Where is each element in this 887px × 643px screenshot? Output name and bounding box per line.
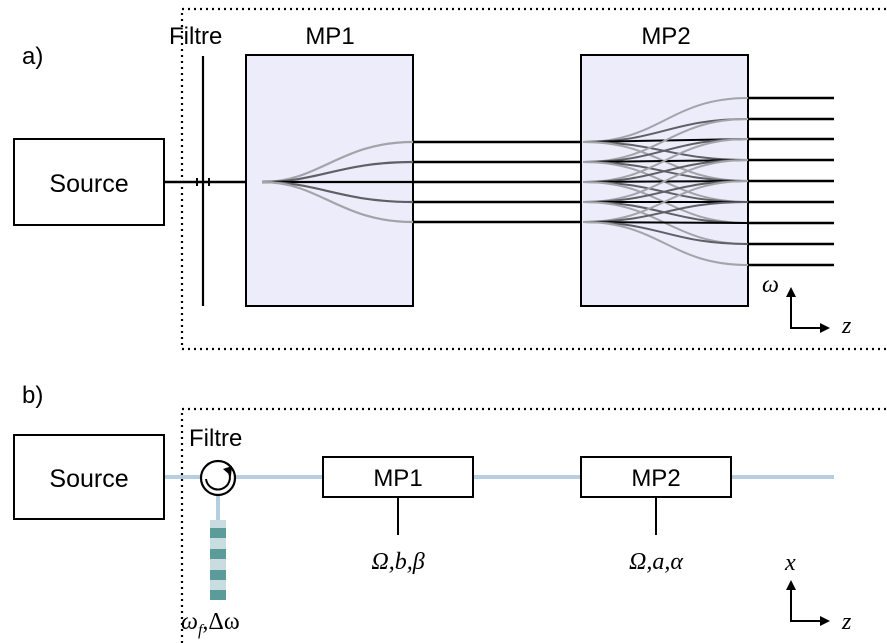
panel-a-mp2-label: MP2 (641, 23, 690, 50)
panel-a-mp1-box (245, 54, 414, 307)
mp2-fan (582, 97, 749, 266)
panel-a-source-label: Source (49, 170, 128, 198)
mp1-fan-line (261, 180, 414, 224)
grating-stripe (210, 549, 226, 559)
panel-a-label: a) (22, 43, 43, 70)
axis-z-label: z (841, 313, 852, 339)
grating-stripe (210, 590, 226, 600)
mp2-params-label: Ω,a,α (629, 549, 683, 575)
panel-b-mp1-label: MP1 (373, 465, 422, 492)
grating-stripe (210, 559, 226, 570)
grating-stripe (210, 580, 226, 590)
axis-z-arrowhead (820, 616, 830, 626)
panel-b-mp2-box (580, 456, 732, 498)
panel-a: a) Source Filtre MP1 (13, 7, 886, 351)
panel-a-source-box (13, 138, 165, 226)
mp2-fan-line (582, 221, 749, 266)
bragg-grating (210, 520, 226, 600)
panel-b-label: b) (22, 382, 43, 409)
grating-stripe (210, 570, 226, 580)
panel-b-dotted-frame (180, 407, 886, 643)
circulator-arrow-icon (205, 470, 231, 491)
axis-z-label: z (841, 609, 852, 635)
circulator-arrowhead-icon (223, 466, 232, 476)
mp2-output-lines (748, 96, 834, 267)
axis-omega-label: ω (762, 272, 779, 298)
panel-b-source-label: Source (49, 465, 128, 493)
panel-b-filter-label: Filtre (189, 425, 242, 452)
panel-a-axes: ω z (762, 272, 852, 339)
mp-connecting-lines (413, 140, 581, 224)
panel-a-filter-label: Filtre (169, 23, 222, 50)
panel-b-mp2-label: MP2 (631, 465, 680, 492)
panel-b: b) Source Filtre ωf,Δω MP1 (13, 382, 886, 643)
panel-a-mp1-label: MP1 (305, 23, 354, 50)
axis-z-arrowhead (820, 323, 830, 333)
axis-omega-arrowhead (786, 287, 796, 297)
grating-stripe (210, 538, 226, 549)
grating-stripe (210, 528, 226, 538)
mp1-params-label: Ω,b,β (371, 549, 424, 575)
filter-params-label: ωf,Δω (181, 609, 240, 639)
panel-b-axes: x z (784, 550, 852, 635)
grating-stripe (210, 520, 226, 528)
panel-b-source-box (13, 434, 165, 520)
mp1-fan (261, 140, 414, 224)
axis-x-label: x (784, 550, 796, 576)
axis-x-arrowhead (786, 580, 796, 590)
